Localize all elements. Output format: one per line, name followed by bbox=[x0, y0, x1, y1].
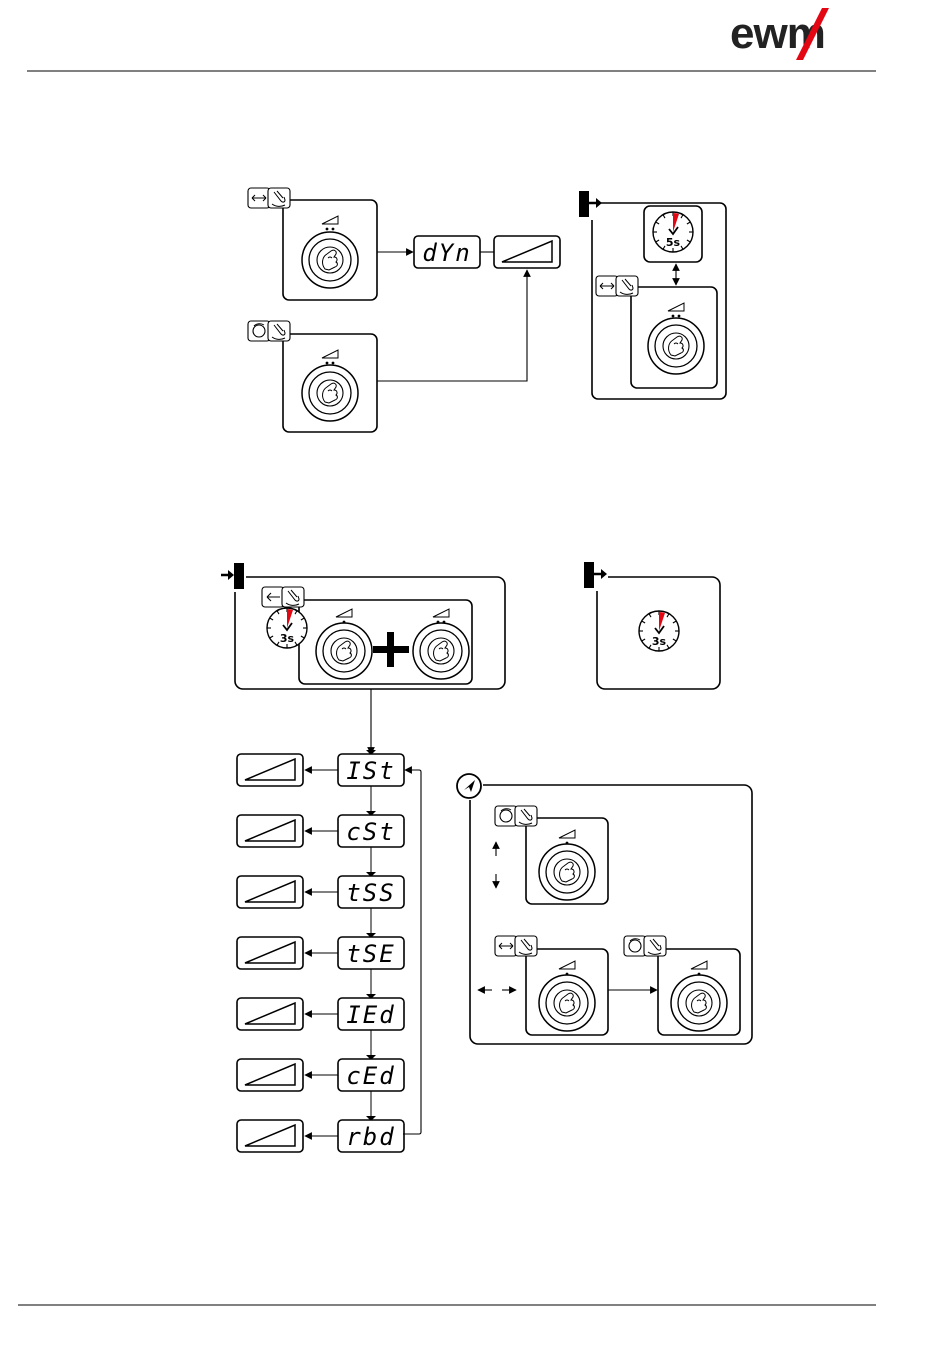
lcd-code: dYn bbox=[422, 239, 471, 267]
param-code: tSS bbox=[346, 879, 395, 907]
param-code: cSt bbox=[346, 818, 395, 846]
bottom-diagram: 3s 3s ISt cSt tSS tSE IEd cEd rbd bbox=[220, 561, 752, 1152]
arrow-rotary-to-ramp bbox=[377, 270, 527, 381]
ewm-logo: ewm bbox=[730, 8, 829, 60]
rotary-knob-icon[interactable] bbox=[539, 975, 595, 1031]
ramp-value-display bbox=[237, 754, 303, 786]
rotary-knob-icon[interactable] bbox=[671, 975, 727, 1031]
rotary-knob-icon[interactable] bbox=[413, 623, 469, 679]
rotary-knob-icon[interactable] bbox=[302, 232, 358, 288]
rotary-push-button-icon[interactable] bbox=[495, 806, 537, 826]
parameter-list: ISt cSt tSS tSE IEd cEd rbd bbox=[237, 750, 404, 1152]
exchange-button-icon[interactable] bbox=[495, 936, 537, 956]
ramp-value-display bbox=[237, 937, 303, 969]
ramp-value-display bbox=[494, 236, 560, 268]
timer-label: 5s bbox=[666, 236, 681, 249]
loop-back-arrow bbox=[403, 770, 421, 1134]
top-diagram: dYn 5s bbox=[248, 188, 726, 432]
param-code: ISt bbox=[346, 757, 395, 785]
param-code: cEd bbox=[346, 1062, 395, 1090]
enter-timer-label: 3s bbox=[280, 632, 295, 645]
ramp-value-display bbox=[237, 815, 303, 847]
rotary-knob-icon[interactable] bbox=[648, 318, 704, 374]
param-code: tSE bbox=[346, 940, 395, 968]
ramp-value-display bbox=[237, 876, 303, 908]
navigation-icon bbox=[457, 774, 481, 798]
back-button-icon[interactable] bbox=[262, 587, 304, 607]
rotary-knob-icon[interactable] bbox=[539, 844, 595, 900]
exit-timer-label: 3s bbox=[652, 635, 667, 648]
param-code: rbd bbox=[346, 1123, 395, 1151]
ramp-value-display bbox=[237, 1120, 303, 1152]
param-code: IEd bbox=[346, 1001, 395, 1029]
exchange-button-icon[interactable] bbox=[596, 276, 638, 296]
rotary-knob-icon[interactable] bbox=[302, 365, 358, 421]
rotary-push-button-icon[interactable] bbox=[248, 321, 290, 341]
rotary-knob-icon[interactable] bbox=[316, 623, 372, 679]
exchange-button-icon[interactable] bbox=[248, 188, 290, 208]
ramp-value-display bbox=[237, 1059, 303, 1091]
rotary-push-button-icon[interactable] bbox=[624, 936, 666, 956]
ramp-value-display bbox=[237, 998, 303, 1030]
